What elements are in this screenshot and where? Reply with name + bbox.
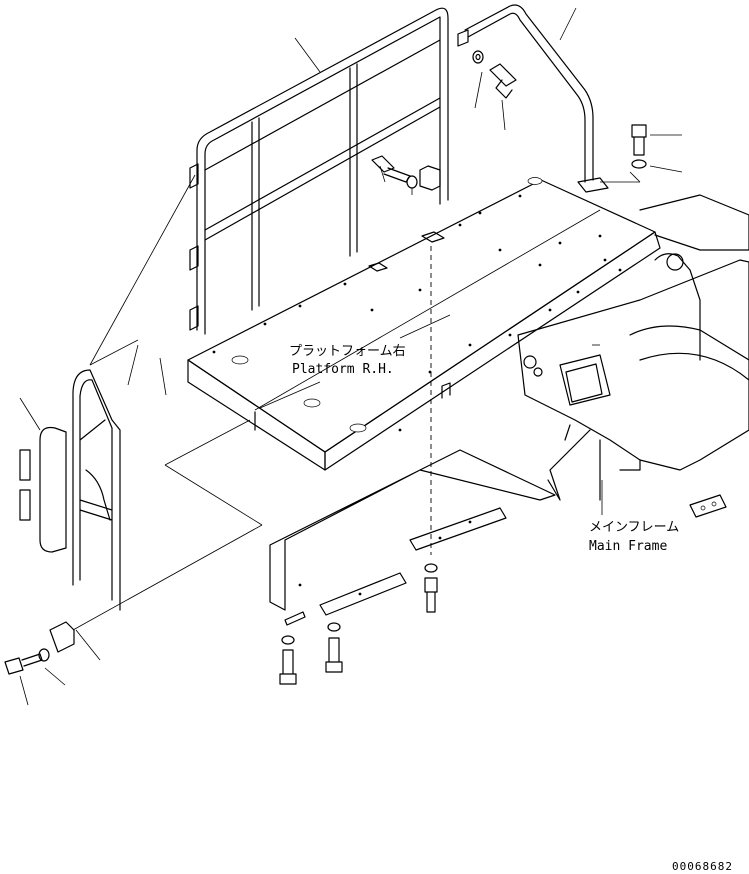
- lower-fasteners: [4, 563, 438, 685]
- rear-handrail: [189, 7, 449, 335]
- platform-label-jp: プラットフォーム右: [289, 344, 406, 359]
- mainframe-label-jp: メインフレーム: [589, 520, 679, 535]
- main-frame: [517, 194, 749, 518]
- top-fasteners: [371, 50, 647, 191]
- drawing-number: 00068682: [672, 860, 733, 873]
- front-handrail: [457, 4, 609, 193]
- step-ladder: [19, 369, 121, 611]
- lower-covers: [269, 449, 556, 626]
- leader-lines: [19, 7, 683, 706]
- mainframe-label-en: Main Frame: [589, 539, 667, 554]
- platform-rh: [187, 177, 661, 471]
- platform-label-en: Platform R.H.: [292, 362, 394, 377]
